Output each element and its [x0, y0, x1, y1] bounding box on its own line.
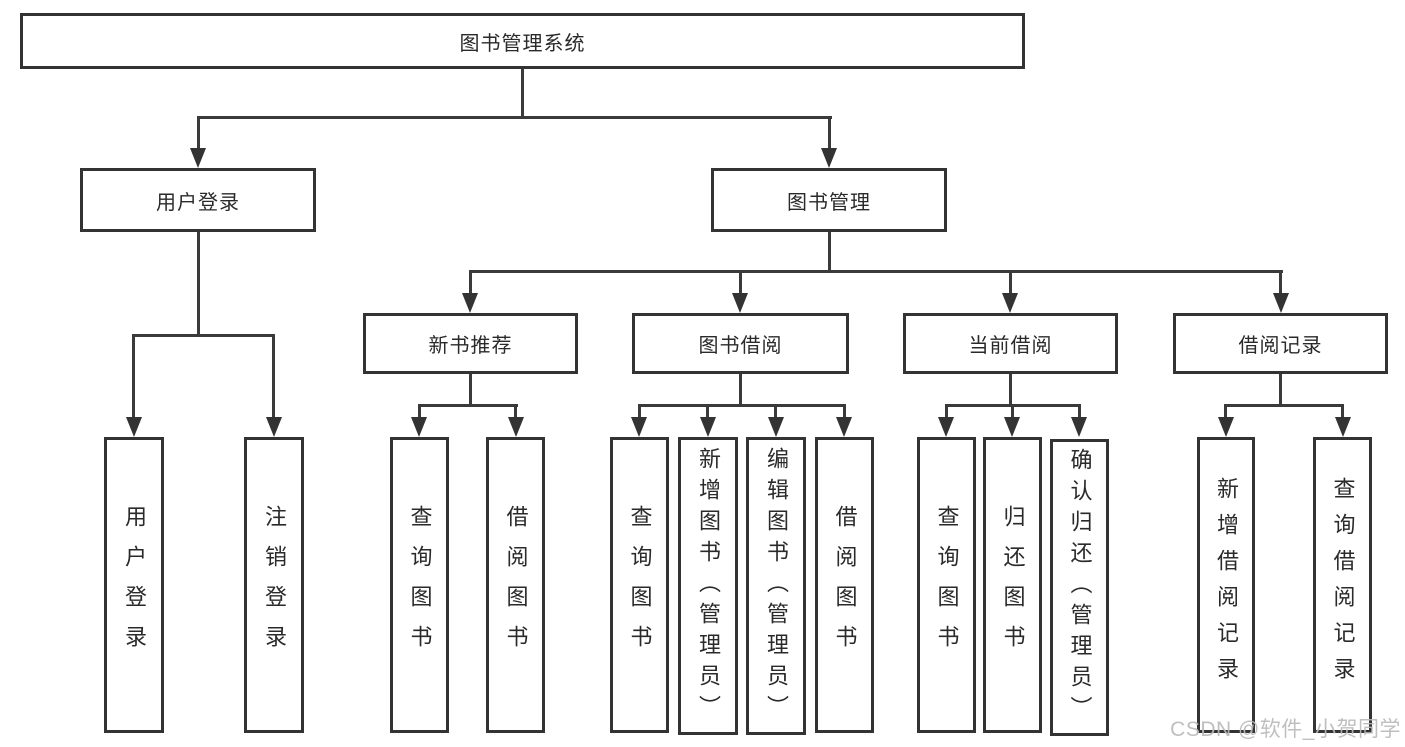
- leaf-borrow-books-recommend: 借阅图书: [486, 437, 545, 733]
- arrowhead-down-icon: [821, 148, 837, 168]
- leaf-user-login: 用户登录: [104, 437, 164, 733]
- connector-vertical-line: [196, 232, 200, 336]
- node-label: 当前借阅: [968, 335, 1053, 357]
- node-label: 新书推荐: [428, 335, 513, 357]
- leaf-logout: 注销登录: [244, 437, 304, 733]
- node-label: 用户登录: [156, 191, 240, 214]
- watermark-text: CSDN @软件_小贺同学: [1170, 718, 1401, 741]
- connector-vertical-line: [272, 336, 275, 419]
- arrowhead-down-icon: [265, 417, 282, 437]
- connector-vertical-line: [1008, 374, 1012, 406]
- arrowhead-down-icon: [411, 417, 427, 437]
- arrowhead-down-icon: [767, 417, 784, 437]
- connector-vertical-line: [520, 69, 524, 118]
- node-label: 新增图书（管理员）: [696, 446, 721, 726]
- arrowhead-down-icon: [1004, 417, 1020, 437]
- connector-vertical-line: [514, 406, 517, 419]
- connector-vertical-line: [827, 118, 831, 150]
- node-label: 图书管理: [787, 191, 871, 214]
- connector-vertical-line: [468, 272, 472, 295]
- connector-vertical-line: [468, 374, 472, 406]
- node-label: 图书借阅: [698, 335, 783, 357]
- connector-horizontal-line: [468, 270, 1283, 273]
- connector-horizontal-line: [417, 404, 518, 407]
- leaf-add-borrow-record: 新增借阅记录: [1197, 437, 1255, 733]
- node-label: 借阅图书: [832, 505, 858, 665]
- arrowhead-down-icon: [1334, 417, 1351, 437]
- node-label: 借阅图书: [503, 505, 529, 665]
- arrowhead-down-icon: [699, 417, 716, 437]
- arrowhead-down-icon: [1217, 417, 1234, 437]
- connector-vertical-line: [774, 406, 777, 419]
- leaf-edit-books-admin: 编辑图书（管理员）: [746, 437, 806, 735]
- node-borrow-records: 借阅记录: [1173, 313, 1388, 374]
- connector-vertical-line: [196, 118, 200, 150]
- node-label: 查询图书: [934, 505, 960, 665]
- node-current-borrowing: 当前借阅: [903, 313, 1118, 374]
- connector-vertical-line: [944, 406, 948, 419]
- node-new-book-recommend: 新书推荐: [363, 313, 578, 374]
- connector-vertical-line: [842, 406, 846, 419]
- connector-horizontal-line: [944, 404, 1081, 407]
- node-label: 注销登录: [262, 505, 287, 665]
- connector-vertical-line: [1008, 272, 1012, 295]
- connector-vertical-line: [827, 232, 831, 272]
- node-label: 查询借阅记录: [1330, 477, 1356, 693]
- connector-vertical-line: [1279, 272, 1282, 295]
- node-label: 用户登录: [122, 505, 147, 665]
- connector-vertical-line: [738, 272, 742, 295]
- leaf-borrow-books: 借阅图书: [815, 437, 874, 733]
- arrowhead-down-icon: [938, 417, 954, 437]
- leaf-confirm-return-admin: 确认归还（管理员）: [1050, 439, 1109, 736]
- arrowhead-down-icon: [462, 293, 478, 313]
- arrowhead-down-icon: [836, 417, 852, 437]
- connector-vertical-line: [738, 374, 742, 406]
- connector-vertical-line: [1010, 406, 1014, 419]
- node-label: 归还图书: [1000, 505, 1026, 665]
- node-label: 确认归还（管理员）: [1067, 448, 1093, 727]
- node-book-borrowing: 图书借阅: [632, 313, 849, 374]
- arrowhead-down-icon: [1071, 417, 1087, 437]
- connector-vertical-line: [706, 406, 709, 419]
- leaf-query-books-recommend: 查询图书: [390, 437, 449, 733]
- node-label: 借阅记录: [1238, 335, 1323, 357]
- arrowhead-down-icon: [1002, 293, 1018, 313]
- connector-horizontal-line: [132, 334, 275, 337]
- arrowhead-down-icon: [1272, 293, 1289, 313]
- connector-vertical-line: [132, 336, 135, 419]
- connector-horizontal-line: [637, 404, 846, 407]
- node-label: 图书管理系统: [459, 32, 586, 55]
- node-label: 查询图书: [627, 505, 653, 665]
- connector-vertical-line: [1224, 406, 1227, 419]
- connector-horizontal-line: [1224, 404, 1344, 407]
- connector-vertical-line: [417, 406, 421, 419]
- connector-horizontal-line: [196, 116, 832, 119]
- arrowhead-down-icon: [732, 293, 748, 313]
- node-user-login: 用户登录: [80, 168, 316, 232]
- leaf-query-borrow-record: 查询借阅记录: [1313, 437, 1372, 733]
- node-root-library-system: 图书管理系统: [20, 13, 1025, 69]
- node-label: 查询图书: [407, 505, 433, 665]
- leaf-add-books-admin: 新增图书（管理员）: [678, 437, 738, 735]
- arrowhead-down-icon: [507, 417, 524, 437]
- connector-vertical-line: [1279, 374, 1282, 406]
- node-book-management: 图书管理: [711, 168, 947, 232]
- arrowhead-down-icon: [631, 417, 647, 437]
- arrowhead-down-icon: [125, 417, 142, 437]
- leaf-return-books: 归还图书: [983, 437, 1042, 733]
- connector-vertical-line: [1077, 406, 1081, 419]
- leaf-query-books-borrowing: 查询图书: [610, 437, 669, 733]
- leaf-query-books-current: 查询图书: [917, 437, 976, 733]
- connector-vertical-line: [1341, 406, 1344, 419]
- connector-vertical-line: [637, 406, 641, 419]
- arrowhead-down-icon: [190, 148, 206, 168]
- node-label: 新增借阅记录: [1214, 477, 1239, 693]
- node-label: 编辑图书（管理员）: [764, 446, 789, 726]
